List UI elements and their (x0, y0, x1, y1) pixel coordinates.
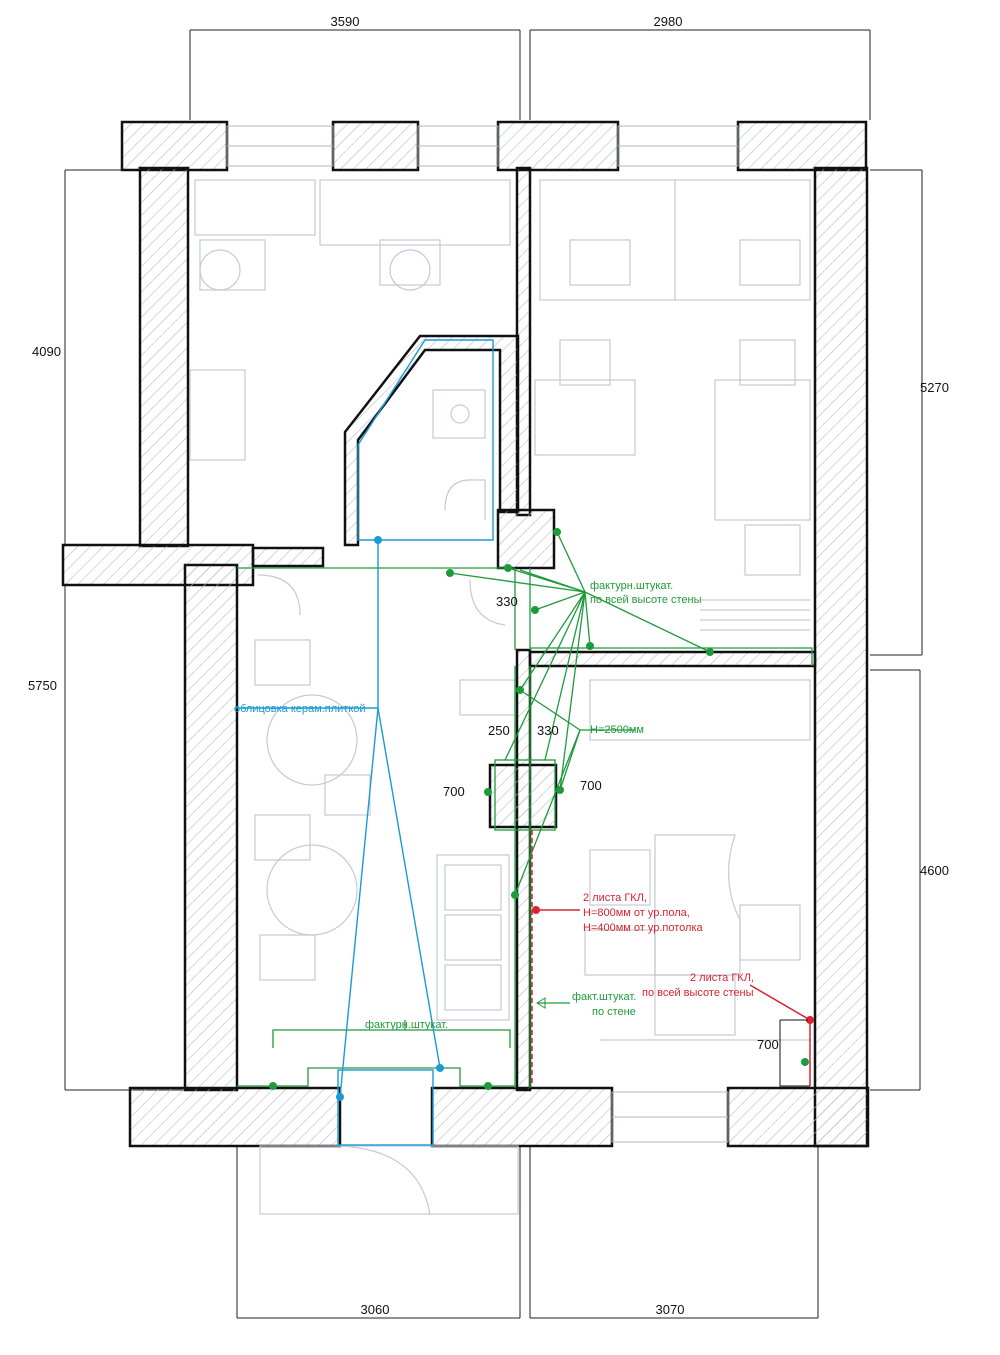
dim-bottom-left: 3060 (361, 1302, 390, 1317)
arrow-icon (536, 997, 546, 1009)
wall-top-left (120, 120, 229, 172)
dim-left-lower: 5750 (28, 678, 57, 693)
note-gkl-partial-1: 2 листа ГКЛ, (583, 892, 647, 904)
wall-bottom-right (726, 1086, 870, 1148)
dimension-labels: 3590 2980 4090 5750 5270 4600 3060 3070 … (28, 14, 949, 1317)
wall-interior-lower (515, 648, 532, 1092)
notes: фактурн.штукат. по всей высоте стены H=2… (234, 580, 754, 1031)
dim-700-corner: 700 (757, 1037, 779, 1052)
blue-annotations (236, 339, 494, 1146)
wall-mid-right (528, 650, 817, 668)
note-height-2500: H=2500мм (590, 724, 644, 736)
note-gkl-full-1: 2 листа ГКЛ, (690, 972, 754, 984)
walls (61, 120, 870, 1148)
green-annotations (237, 531, 813, 1088)
note-gkl-partial-3: H=400мм от ур.потолка (583, 922, 704, 934)
dim-330-top: 330 (496, 594, 518, 609)
dim-right-lower: 4600 (920, 863, 949, 878)
dim-700-left: 700 (443, 784, 465, 799)
wall-room-divider (251, 546, 325, 568)
wall-column-mid (488, 763, 558, 829)
wall-top-right (736, 120, 868, 172)
dim-250: 250 (488, 723, 510, 738)
wall-top-center (496, 120, 620, 172)
red-annotations (531, 830, 811, 1086)
blue-markers (336, 536, 444, 1101)
dim-330-mid: 330 (537, 723, 559, 738)
windows (226, 125, 739, 1143)
dimension-lines (64, 29, 923, 1319)
dim-bottom-right: 3070 (656, 1302, 685, 1317)
wall-top-middle (331, 120, 420, 172)
dim-700-right: 700 (580, 778, 602, 793)
wall-left-upper (138, 166, 190, 548)
red-markers (532, 906, 814, 1024)
note-plaster-full-2: по всей высоте стены (590, 594, 702, 606)
dim-right-upper: 5270 (920, 380, 949, 395)
note-plaster-wall-2: по стене (592, 1006, 636, 1018)
wall-right (813, 166, 869, 1148)
note-ceramic-tiles: облицовка керам.плиткой (234, 703, 366, 715)
note-plaster-wall-1: факт.штукат. (572, 991, 636, 1003)
wall-bottom-left (128, 1086, 342, 1148)
wall-column-top (496, 508, 556, 570)
green-markers (269, 528, 809, 1090)
note-plaster-bottom: фактурн.штукат. (365, 1019, 448, 1031)
dim-top-left: 3590 (331, 14, 360, 29)
wall-bathroom (343, 334, 520, 547)
wall-left-lower (183, 563, 239, 1092)
note-gkl-partial-2: H=800мм от ур.пола, (583, 907, 690, 919)
wall-bottom-mid (430, 1086, 614, 1148)
furniture (189, 179, 811, 1216)
note-plaster-full-1: фактурн.штукат. (590, 580, 673, 592)
note-gkl-full-2: по всей высоте стены (642, 987, 754, 999)
dim-top-right: 2980 (654, 14, 683, 29)
dim-left-upper: 4090 (32, 344, 61, 359)
corner-700-box (779, 1019, 810, 1087)
